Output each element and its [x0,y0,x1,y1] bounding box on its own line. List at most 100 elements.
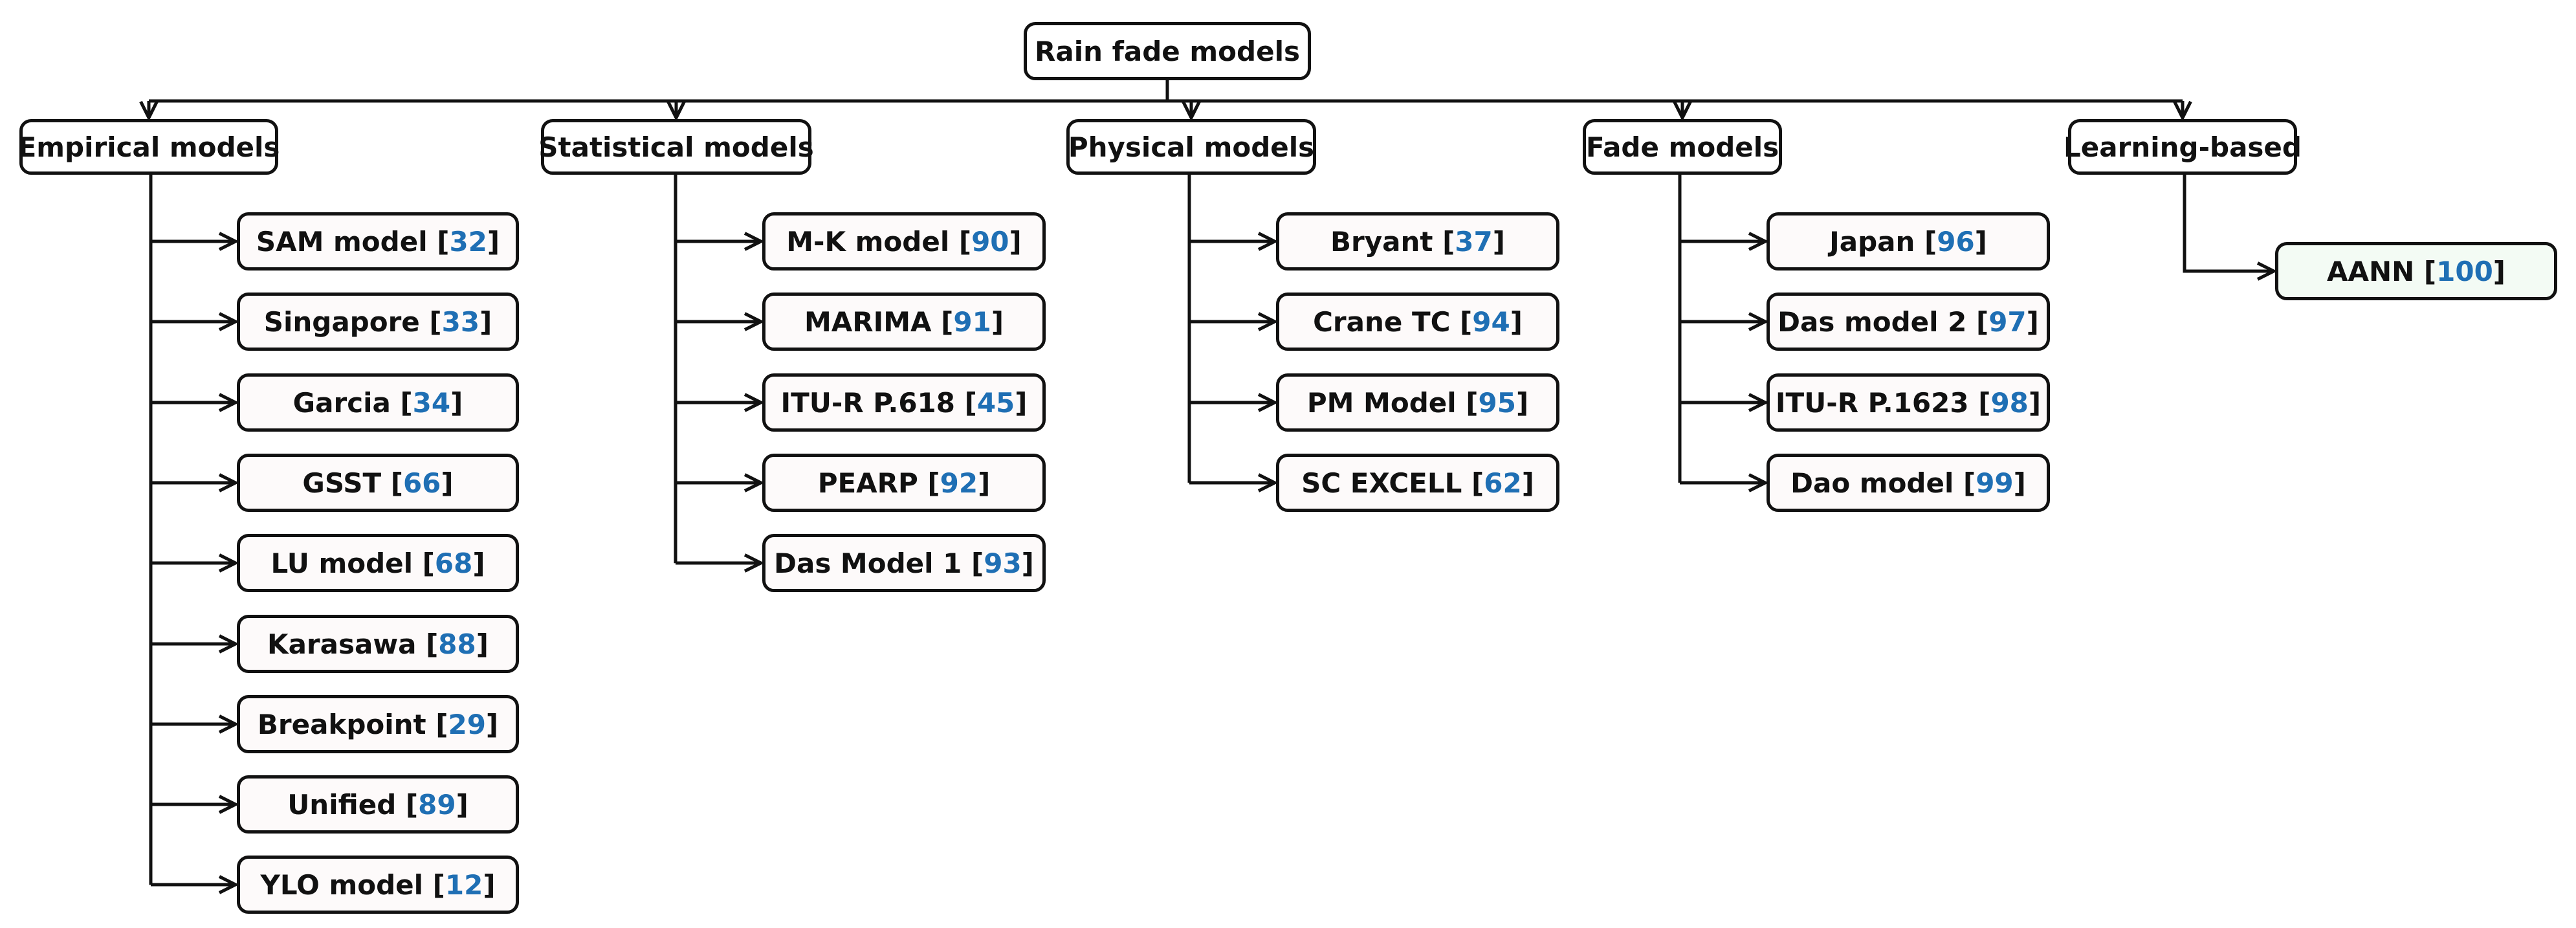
category-node-learning-based: Learning-based [2064,119,2302,175]
leaf-node-ylo-model: YLO model [12] [237,856,519,914]
category-node-fade-models: Fade models [1583,119,1782,175]
citation-ref: 33 [441,305,480,338]
citation-ref: 92 [940,467,978,499]
leaf-bracket-close: ] [1015,386,1028,419]
leaf-bracket-open: [ [1450,305,1473,338]
leaf-bracket-close: ] [1515,386,1529,419]
leaf-arrow-aann [2183,175,2274,271]
citation-ref: 34 [412,386,451,419]
leaf-name: SC EXCELL [1301,467,1462,499]
leaf-node-aann: AANN [100] [2275,242,2557,300]
leaf-node-pm-model: PM Model [95] [1276,373,1559,432]
leaf-bracket-open: [ [1456,386,1479,419]
leaf-bracket-open: [ [962,547,984,579]
leaf-bracket-open: [ [381,467,403,499]
leaf-name: PM Model [1306,386,1457,419]
leaf-name: LU model [270,547,413,579]
citation-ref: 37 [1455,225,1493,258]
leaf-bracket-close: ] [487,225,500,258]
citation-ref: 98 [1990,386,2029,419]
leaf-bracket-close: ] [991,305,1004,338]
leaf-bracket-open: [ [1433,225,1455,258]
leaf-bracket-close: ] [472,547,485,579]
leaf-node-sam-model: SAM model [32] [237,212,519,271]
leaf-bracket-close: ] [485,708,499,740]
leaf-bracket-open: [ [396,788,419,821]
leaf-bracket-close: ] [1974,225,1987,258]
category-label: Empirical models [17,131,280,163]
category-label: Physical models [1068,131,1315,163]
leaf-node-itu-r-p-618: ITU-R P.618 [45] [762,373,1046,432]
leaf-name: M-K model [786,225,950,258]
root-node: Rain fade models [1024,22,1311,80]
leaf-node-das-model-1: Das Model 1 [93] [762,534,1046,592]
leaf-name: Japan [1829,225,1915,258]
citation-ref: 66 [402,467,441,499]
citation-ref: 68 [434,547,473,579]
leaf-bracket-close: ] [1521,467,1534,499]
leaf-node-crane-tc: Crane TC [94] [1276,293,1559,351]
leaf-node-garcia: Garcia [34] [237,373,519,432]
leaf-bracket-close: ] [476,628,489,660]
citation-ref: 91 [953,305,991,338]
leaf-bracket-open: [ [955,386,977,419]
leaf-bracket-close: ] [483,868,496,901]
leaf-bracket-open: [ [416,628,439,660]
category-node-statistical-models: Statistical models [538,119,814,175]
leaf-bracket-open: [ [2414,255,2437,287]
leaf-name: SAM model [256,225,428,258]
leaf-bracket-close: ] [1009,225,1022,258]
leaf-node-sc-excell: SC EXCELL [62] [1276,454,1559,512]
leaf-bracket-open: [ [949,225,972,258]
leaf-node-singapore: Singapore [33] [237,293,519,351]
leaf-name: GSST [302,467,382,499]
citation-ref: 96 [1937,225,1975,258]
citation-ref: 93 [984,547,1022,579]
category-label: Statistical models [538,131,814,163]
leaf-name: AANN [2326,255,2415,287]
leaf-bracket-close: ] [1021,547,1034,579]
leaf-bracket-open: [ [1462,467,1484,499]
leaf-name: Karasawa [267,628,417,660]
leaf-name: Dao model [1790,467,1954,499]
leaf-bracket-close: ] [978,467,991,499]
leaf-bracket-open: [ [413,547,435,579]
leaf-bracket-open: [ [1966,305,1989,338]
leaf-node-lu-model: LU model [68] [237,534,519,592]
leaf-bracket-close: ] [441,467,454,499]
leaf-bracket-close: ] [1510,305,1523,338]
citation-ref: 89 [418,788,456,821]
leaf-node-gsst: GSST [66] [237,454,519,512]
leaf-name: Das Model 1 [774,547,962,579]
leaf-bracket-close: ] [2493,255,2505,287]
citation-ref: 29 [448,708,486,740]
leaf-name: PEARP [817,467,918,499]
leaf-node-pearp: PEARP [92] [762,454,1046,512]
leaf-bracket-open: [ [931,305,954,338]
root-label: Rain fade models [1035,35,1300,67]
citation-ref: 99 [1976,467,2014,499]
leaf-bracket-open: [ [1954,467,1976,499]
leaf-bracket-close: ] [479,305,492,338]
category-label: Fade models [1585,131,1779,163]
leaf-node-m-k-model: M-K model [90] [762,212,1046,271]
leaf-node-marima: MARIMA [91] [762,293,1046,351]
citation-ref: 94 [1472,305,1510,338]
citation-ref: 12 [445,868,483,901]
leaf-name: Singapore [263,305,420,338]
leaf-bracket-close: ] [2026,305,2039,338]
leaf-name: YLO model [260,868,424,901]
leaf-node-japan: Japan [96] [1767,212,2050,271]
citation-ref: 62 [1484,467,1522,499]
citation-ref: 90 [971,225,1009,258]
leaf-bracket-open: [ [427,225,450,258]
leaf-name: Crane TC [1313,305,1451,338]
leaf-node-breakpoint: Breakpoint [29] [237,695,519,753]
leaf-bracket-close: ] [1492,225,1505,258]
leaf-node-unified: Unified [89] [237,775,519,834]
citation-ref: 45 [976,386,1015,419]
citation-ref: 97 [1988,305,2027,338]
citation-ref: 95 [1478,386,1516,419]
